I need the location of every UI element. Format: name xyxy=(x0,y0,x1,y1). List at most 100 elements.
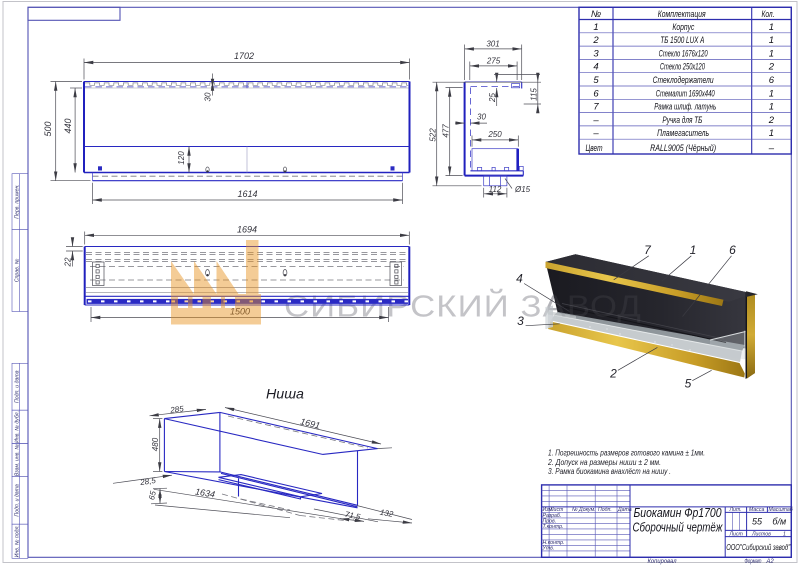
svg-text:Ниша: Ниша xyxy=(266,386,304,402)
svg-text:Разраб.: Разраб. xyxy=(543,513,562,519)
svg-text:120: 120 xyxy=(177,151,186,165)
svg-text:1: 1 xyxy=(769,35,774,46)
svg-text:1. Погрешность размеров готово: 1. Погрешность размеров готового камина … xyxy=(548,449,705,458)
svg-text:Лист: Лист xyxy=(549,507,564,513)
svg-text:Подп. и дата: Подп. и дата xyxy=(14,370,20,403)
svg-text:Инв. № подл.: Инв. № подл. xyxy=(14,525,20,557)
svg-text:7: 7 xyxy=(593,102,599,113)
svg-text:Стекло 1676х120: Стекло 1676х120 xyxy=(659,48,708,59)
svg-text:4: 4 xyxy=(593,62,598,73)
svg-text:б/м: б/м xyxy=(772,517,786,527)
svg-text:522: 522 xyxy=(429,128,438,142)
svg-text:Кол.: Кол. xyxy=(762,9,775,20)
svg-text:Ø15: Ø15 xyxy=(514,185,531,194)
svg-text:5: 5 xyxy=(593,75,599,86)
svg-text:2. Допуск на размеры ниши ± 2: 2. Допуск на размеры ниши ± 2 мм. xyxy=(547,458,661,467)
svg-text:6: 6 xyxy=(769,75,775,86)
svg-text:22: 22 xyxy=(64,257,73,267)
svg-text:500: 500 xyxy=(43,121,53,136)
svg-text:30: 30 xyxy=(204,92,213,101)
svg-text:440: 440 xyxy=(63,118,73,133)
svg-text:Формат: Формат xyxy=(745,559,762,565)
svg-text:Взам. инв. №: Взам. инв. № xyxy=(14,444,20,476)
svg-text:1634: 1634 xyxy=(194,487,215,500)
svg-text:Стекло 250х120: Стекло 250х120 xyxy=(660,62,705,73)
svg-text:Перв. примен.: Перв. примен. xyxy=(14,184,20,218)
svg-text:ООО"Сибирский завод": ООО"Сибирский завод" xyxy=(726,542,791,552)
svg-text:2: 2 xyxy=(609,367,617,381)
svg-text:Корпус: Корпус xyxy=(672,22,694,33)
svg-text:Инв. № дубл.: Инв. № дубл. xyxy=(14,411,20,443)
svg-text:–: – xyxy=(768,143,775,154)
svg-text:1702: 1702 xyxy=(234,51,254,61)
svg-text:Ручка для ТБ: Ручка для ТБ xyxy=(662,115,702,126)
svg-text:1: 1 xyxy=(690,243,697,257)
svg-text:СИБИРСКИЙ ЗАВОД: СИБИРСКИЙ ЗАВОД xyxy=(284,288,642,324)
svg-text:28,5: 28,5 xyxy=(139,476,157,487)
svg-text:Масса: Масса xyxy=(749,507,764,513)
svg-text:Лист: Лист xyxy=(729,531,744,537)
svg-text:65: 65 xyxy=(147,490,158,501)
svg-text:Т.контр.: Т.контр. xyxy=(543,524,564,530)
svg-text:1614: 1614 xyxy=(237,189,257,199)
svg-text:55: 55 xyxy=(752,517,763,527)
svg-text:7: 7 xyxy=(644,243,652,257)
svg-text:71,5: 71,5 xyxy=(344,510,362,522)
svg-text:Подп. и дата: Подп. и дата xyxy=(14,484,20,517)
svg-text:301: 301 xyxy=(486,40,499,49)
svg-text:–: – xyxy=(592,128,599,139)
svg-text:Изм.: Изм. xyxy=(543,507,554,513)
svg-text:Н.контр.: Н.контр. xyxy=(543,540,565,546)
svg-text:1: 1 xyxy=(769,48,774,59)
svg-text:4: 4 xyxy=(516,272,523,286)
svg-text:1691: 1691 xyxy=(299,416,321,430)
svg-text:Цвет: Цвет xyxy=(586,143,603,154)
svg-text:Сборочный чертёж: Сборочный чертёж xyxy=(633,520,724,535)
svg-text:Масштаб: Масштаб xyxy=(769,507,794,513)
svg-text:6: 6 xyxy=(593,88,599,99)
svg-text:2: 2 xyxy=(768,62,775,73)
svg-text:3: 3 xyxy=(593,48,599,59)
svg-text:2: 2 xyxy=(768,115,775,126)
svg-text:Стемалит 1690х440: Стемалит 1690х440 xyxy=(656,88,715,99)
svg-text:1: 1 xyxy=(769,88,774,99)
svg-text:№ Докум.: № Докум. xyxy=(572,507,596,513)
svg-text:132: 132 xyxy=(379,508,394,519)
svg-text:3. Рамка биокамина внахлёст на: 3. Рамка биокамина внахлёст на нишу . xyxy=(548,467,671,476)
svg-text:Стеклодержатели: Стеклодержатели xyxy=(653,75,714,86)
svg-text:112: 112 xyxy=(489,185,502,194)
svg-text:6: 6 xyxy=(729,243,736,257)
svg-text:115: 115 xyxy=(529,88,538,101)
svg-text:1: 1 xyxy=(783,531,786,537)
svg-text:1: 1 xyxy=(769,128,774,139)
svg-text:Подп.: Подп. xyxy=(598,507,612,513)
svg-text:5: 5 xyxy=(685,377,692,391)
svg-text:480: 480 xyxy=(151,437,160,451)
svg-text:ТБ 1500 LUX А: ТБ 1500 LUX А xyxy=(660,35,704,46)
svg-text:1500: 1500 xyxy=(230,307,250,317)
svg-text:Лит.: Лит. xyxy=(729,507,742,513)
svg-text:–: – xyxy=(592,115,599,126)
svg-text:250: 250 xyxy=(487,130,502,139)
svg-text:Утв.: Утв. xyxy=(543,546,555,552)
svg-text:3: 3 xyxy=(517,314,524,328)
svg-text:Дата: Дата xyxy=(617,507,632,513)
svg-text:30: 30 xyxy=(477,113,486,122)
svg-text:Рамка шлиф. латунь: Рамка шлиф. латунь xyxy=(654,102,716,113)
svg-text:Листов: Листов xyxy=(751,531,771,537)
svg-text:25: 25 xyxy=(488,93,497,103)
svg-text:285: 285 xyxy=(169,404,185,415)
svg-text:Комплектация: Комплектация xyxy=(658,9,706,20)
svg-text:Пламегаситель: Пламегаситель xyxy=(657,128,709,139)
svg-text:1: 1 xyxy=(769,102,774,113)
svg-text:275: 275 xyxy=(486,57,501,66)
svg-text:1: 1 xyxy=(593,22,598,33)
svg-text:1: 1 xyxy=(769,22,774,33)
svg-text:Справ. №: Справ. № xyxy=(14,258,20,282)
svg-text:А2: А2 xyxy=(765,559,774,565)
svg-text:477: 477 xyxy=(442,124,451,138)
svg-text:2: 2 xyxy=(592,35,599,46)
svg-text:№: № xyxy=(591,9,601,20)
svg-text:RALL9005 (Чёрный): RALL9005 (Чёрный) xyxy=(650,143,716,154)
svg-text:Копировал: Копировал xyxy=(648,559,678,565)
